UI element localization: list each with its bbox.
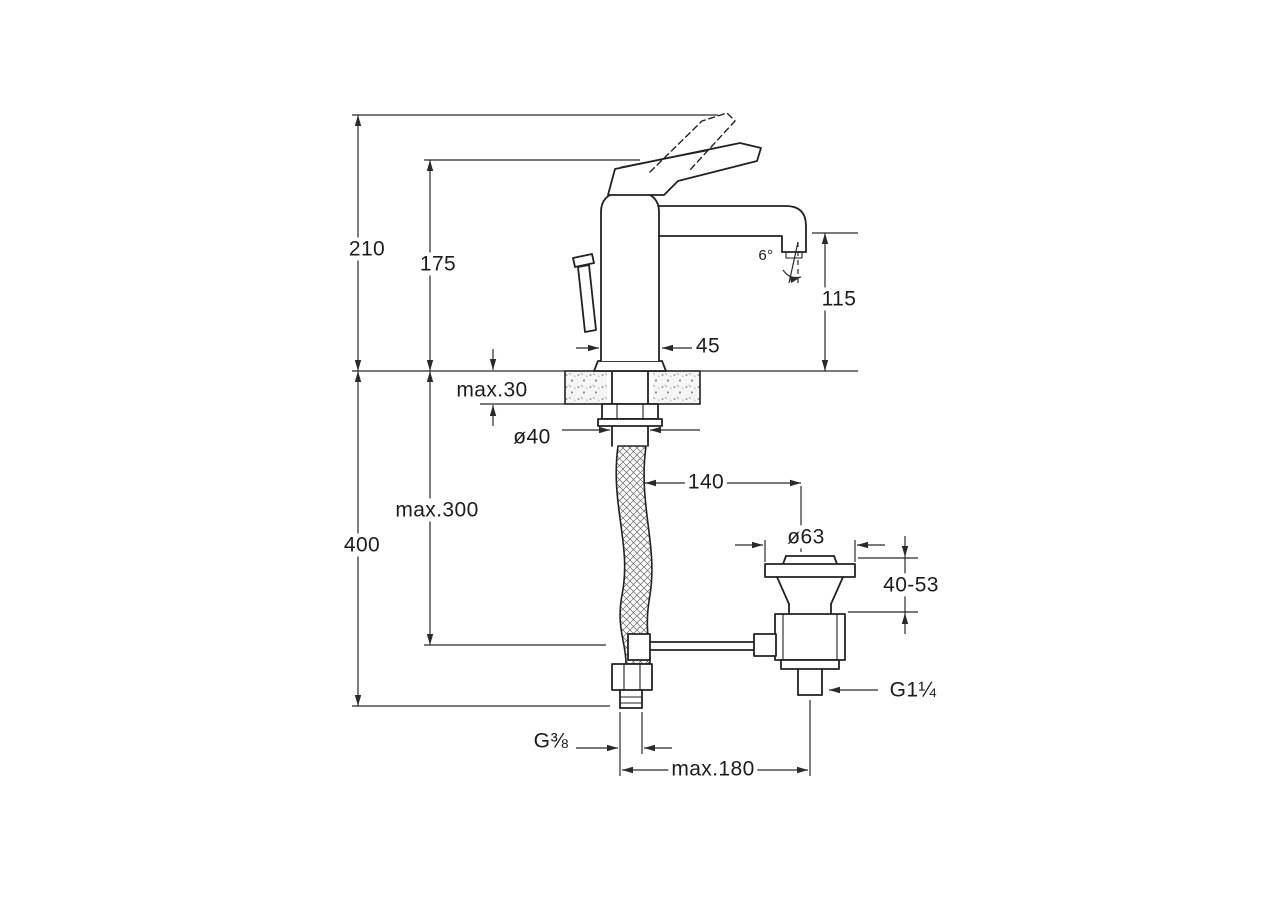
faucet-handle — [607, 142, 762, 196]
handle-raised-outline — [649, 112, 736, 173]
dim-label-spout-angle: 6° — [757, 246, 775, 265]
dim-label-waste-body-height: 40-53 — [880, 573, 942, 597]
hose-end-fitting — [611, 663, 653, 709]
dim-label-waste-flange-diameter: ø63 — [784, 525, 828, 549]
pop-up-waste — [753, 555, 856, 696]
dim-label-height-to-top: 175 — [416, 252, 460, 276]
dim-label-bottom-span: max.180 — [668, 757, 758, 781]
faucet-spout — [658, 205, 807, 259]
mounting-hardware — [597, 370, 663, 447]
counter-deck — [564, 370, 701, 405]
dim-label-waste-offset: 140 — [684, 470, 728, 494]
dim-label-body-depth: 45 — [692, 334, 724, 358]
supply-hose — [615, 445, 653, 665]
dim-label-supply-thread: G⅜ — [530, 729, 572, 753]
lift-rod — [572, 253, 597, 333]
dim-label-under-counter-depth: 400 — [340, 533, 384, 557]
faucet-body — [593, 191, 667, 372]
fixture-drawing — [564, 112, 856, 709]
pop-up-linkage — [627, 633, 757, 661]
dim-label-hose-clearance: max.300 — [392, 498, 482, 522]
dim-label-spout-height: 115 — [818, 287, 860, 311]
dim-label-counter-thickness: max.30 — [453, 378, 531, 402]
dim-label-waste-thread: G1¼ — [886, 678, 940, 702]
dim-label-hole-diameter: ø40 — [510, 425, 554, 449]
dim-label-total-height: 210 — [345, 237, 389, 261]
